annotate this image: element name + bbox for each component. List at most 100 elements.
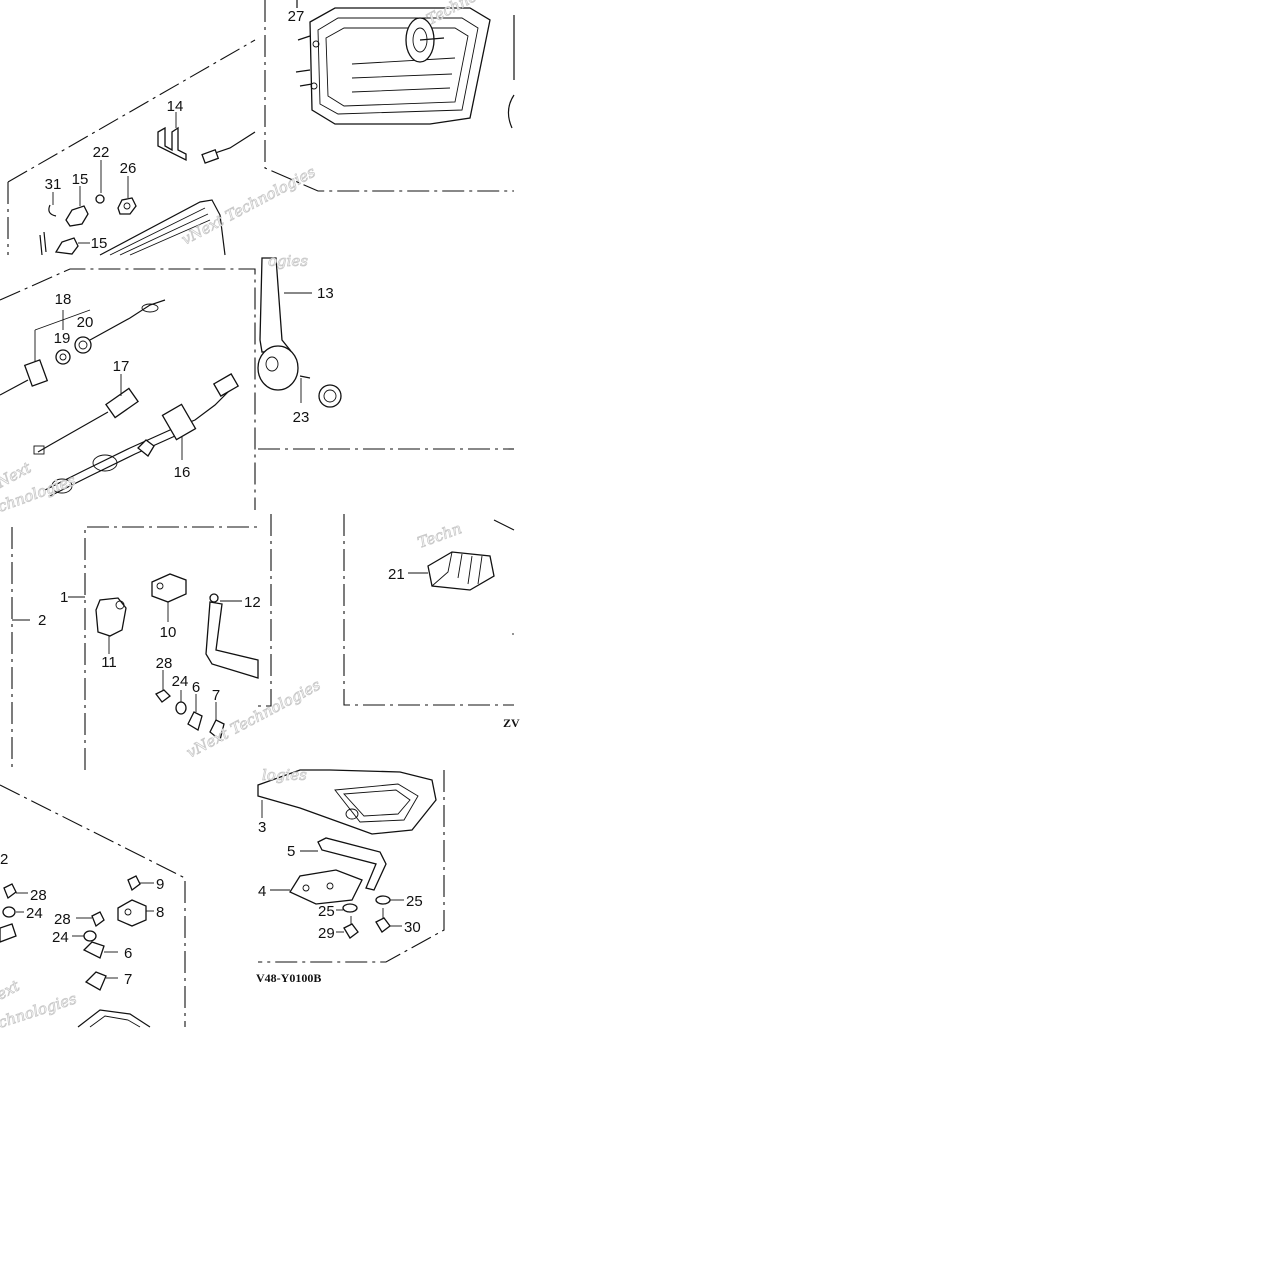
part-13-lever-hub bbox=[257, 345, 299, 391]
part-17-cable-connector bbox=[105, 387, 139, 419]
watermark: ext bbox=[0, 976, 23, 1003]
watermark: Techn bbox=[415, 519, 464, 551]
tile-2b-throttle-lever: 13 23 ogies bbox=[257, 252, 514, 450]
callout-28: 28 bbox=[156, 655, 173, 672]
callout-18: 18 bbox=[55, 291, 72, 308]
tile-3-bracket-group: 2 1 10 12 11 28 24 6 7 vNext Technologie… bbox=[11, 514, 324, 770]
callout-12: 12 bbox=[244, 594, 261, 611]
boundary-dashed-line bbox=[264, 0, 514, 192]
part-26-clamp bbox=[117, 197, 137, 215]
watermark: vNext Technologies bbox=[178, 163, 318, 249]
tile-1b-remote-control-box: Techno bbox=[264, 0, 515, 192]
callout-9: 9 bbox=[156, 876, 164, 893]
callout-6: 6 bbox=[192, 679, 200, 696]
part-24-washer bbox=[2, 906, 16, 918]
part-11-bracket bbox=[95, 597, 127, 637]
callout-24: 24 bbox=[26, 905, 43, 922]
callout-6: 6 bbox=[124, 945, 132, 962]
callout-22: 22 bbox=[93, 144, 110, 161]
callout-16: 16 bbox=[174, 464, 191, 481]
callout-28-center: 28 bbox=[54, 911, 71, 928]
part-19-nut bbox=[55, 349, 71, 365]
remote-control-housing bbox=[309, 7, 491, 125]
harness-coupler bbox=[161, 403, 197, 441]
boundary-dashed-line bbox=[258, 514, 272, 707]
callout-1: 1 bbox=[60, 589, 68, 606]
part-25-washer bbox=[342, 903, 358, 913]
callout-4: 4 bbox=[258, 883, 266, 900]
part-28-bolt bbox=[91, 911, 105, 928]
part-22-bolt bbox=[95, 194, 105, 204]
watermark: ogies bbox=[268, 252, 308, 270]
part-12-pivot bbox=[209, 593, 219, 603]
part-6-clamp bbox=[187, 711, 203, 731]
part-15-collar bbox=[65, 205, 89, 227]
boundary-dashed-line bbox=[343, 514, 514, 706]
callout-15: 15 bbox=[72, 171, 89, 188]
tile-1-fastener-group: 27 14 22 26 31 15 15 vNext Technologies bbox=[7, 8, 319, 256]
part-30-bolt bbox=[375, 917, 391, 933]
callout-7: 7 bbox=[212, 687, 220, 704]
callout-2: 2 bbox=[0, 851, 8, 868]
tile-5b-mounting-plate: 3 5 4 25 25 29 30 V48-Y0100B logies bbox=[256, 766, 445, 985]
callout-13: 13 bbox=[317, 285, 334, 302]
part-6-clamp bbox=[82, 941, 105, 959]
callout-24: 24 bbox=[172, 673, 189, 690]
boundary-dashed-line bbox=[7, 39, 256, 183]
part-10-block bbox=[151, 573, 187, 603]
callout-24-center: 24 bbox=[52, 929, 69, 946]
tile-4-switch-cover: 21 ZV Techn bbox=[343, 514, 520, 730]
callout-19: 19 bbox=[54, 330, 71, 347]
drawing-code: V48-Y0100B bbox=[256, 971, 321, 985]
callout-11: 11 bbox=[101, 654, 117, 671]
boundary-dashed-line bbox=[84, 526, 257, 770]
callout-21: 21 bbox=[388, 566, 405, 583]
callout-15-lower: 15 bbox=[91, 235, 108, 252]
callout-5: 5 bbox=[287, 843, 295, 860]
drawing-code: ZV bbox=[503, 716, 520, 730]
tile-5-fastener-group: 2 28 24 9 8 28 24 6 7 ext chnologies bbox=[0, 784, 186, 1032]
housing-edge bbox=[99, 199, 226, 256]
callout-28: 28 bbox=[30, 887, 47, 904]
watermark: logies bbox=[262, 766, 307, 784]
part-13-lever-arm bbox=[259, 257, 292, 353]
callout-17: 17 bbox=[113, 358, 130, 375]
callout-29: 29 bbox=[318, 925, 335, 942]
part-28-bolt bbox=[155, 689, 171, 703]
part-18-switch bbox=[23, 359, 49, 387]
callout-30: 30 bbox=[404, 919, 421, 936]
callout-25-right: 25 bbox=[406, 893, 423, 910]
callout-14: 14 bbox=[167, 98, 184, 115]
tile-2-wiring-harness: 18 19 20 17 16 Next chnologies bbox=[0, 268, 256, 516]
callout-20: 20 bbox=[77, 314, 94, 331]
callout-10: 10 bbox=[160, 624, 177, 641]
harness-plug bbox=[212, 373, 240, 397]
part-15-collar bbox=[54, 237, 79, 255]
connector-plug bbox=[201, 149, 220, 164]
part-5-bar bbox=[317, 837, 387, 891]
part-12-lever bbox=[205, 601, 259, 679]
part-25-washer bbox=[375, 895, 391, 905]
callout-23: 23 bbox=[293, 409, 310, 426]
part-24-washer bbox=[175, 701, 187, 715]
part-8-block bbox=[117, 899, 147, 927]
part-24-washer bbox=[83, 930, 97, 942]
callout-27: 27 bbox=[288, 8, 305, 25]
callout-8: 8 bbox=[156, 904, 164, 921]
callout-31: 31 bbox=[45, 176, 62, 193]
boundary-dashed-line bbox=[258, 770, 445, 963]
callout-7: 7 bbox=[124, 971, 132, 988]
part-3-mounting-plate bbox=[257, 769, 437, 835]
part-7-clamp bbox=[84, 971, 107, 991]
callout-25: 25 bbox=[318, 903, 335, 920]
callout-3: 3 bbox=[258, 819, 266, 836]
boundary-dashed-line bbox=[0, 268, 256, 510]
knob-nut bbox=[318, 384, 342, 408]
part-31-pin bbox=[48, 204, 57, 217]
part-20-grommet bbox=[74, 336, 92, 354]
part-9-bolt bbox=[127, 875, 141, 892]
part-28-bolt bbox=[3, 883, 17, 900]
part-7-clamp bbox=[209, 719, 225, 742]
